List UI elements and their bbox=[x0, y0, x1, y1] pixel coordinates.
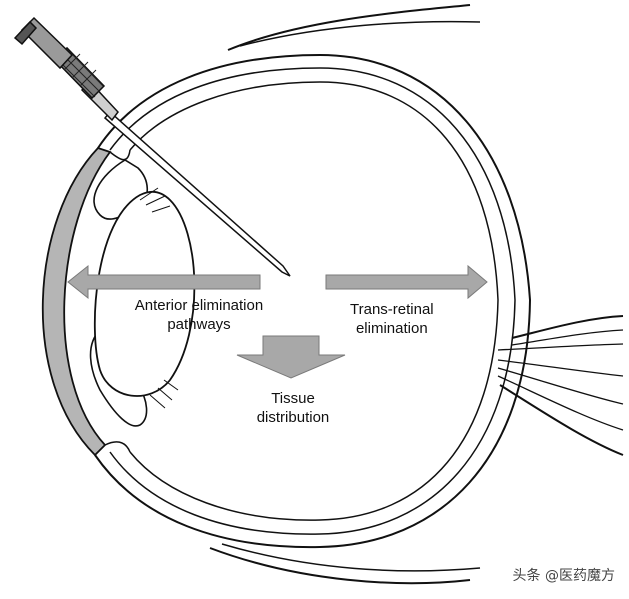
label-tissue-line1: Tissue bbox=[271, 390, 315, 407]
label-retinal-line2: elimination bbox=[355, 320, 428, 337]
label-tissue-distribution: Tissue distribution bbox=[236, 389, 350, 427]
sclera-inner bbox=[109, 67, 516, 535]
label-tissue-line2: distribution bbox=[256, 409, 330, 426]
label-trans-retinal-elimination: Trans-retinal elimination bbox=[350, 300, 434, 338]
zonules-upper bbox=[139, 187, 171, 213]
syringe-tip bbox=[13, 20, 38, 46]
syringe bbox=[13, 16, 291, 277]
lens bbox=[93, 190, 196, 397]
label-anterior-elimination: Anterior elimination pathways bbox=[121, 296, 277, 334]
upper-eyelid-inner bbox=[239, 20, 481, 47]
zonules-lower bbox=[149, 379, 179, 409]
cornea bbox=[41, 146, 112, 457]
optic-nerve-fibers bbox=[497, 329, 624, 431]
lower-eyelid-inner bbox=[221, 543, 481, 572]
lower-eyelid bbox=[209, 547, 471, 585]
label-retinal-line1: Trans-retinal bbox=[350, 301, 434, 318]
limbus bbox=[104, 149, 131, 453]
upper-eyelid bbox=[227, 4, 471, 51]
optic-nerve-top bbox=[511, 315, 624, 339]
arrow-anterior bbox=[67, 264, 261, 300]
label-anterior-line2: pathways bbox=[167, 316, 231, 333]
watermark: 头条 @医药魔方 bbox=[512, 568, 615, 584]
arrow-retinal bbox=[325, 264, 488, 300]
optic-nerve-bottom bbox=[499, 384, 624, 456]
sclera-outer bbox=[94, 53, 532, 549]
syringe-knurl bbox=[59, 51, 104, 98]
retina bbox=[129, 81, 499, 521]
arrow-tissue bbox=[236, 335, 346, 379]
label-anterior-line1: Anterior elimination bbox=[134, 297, 264, 314]
